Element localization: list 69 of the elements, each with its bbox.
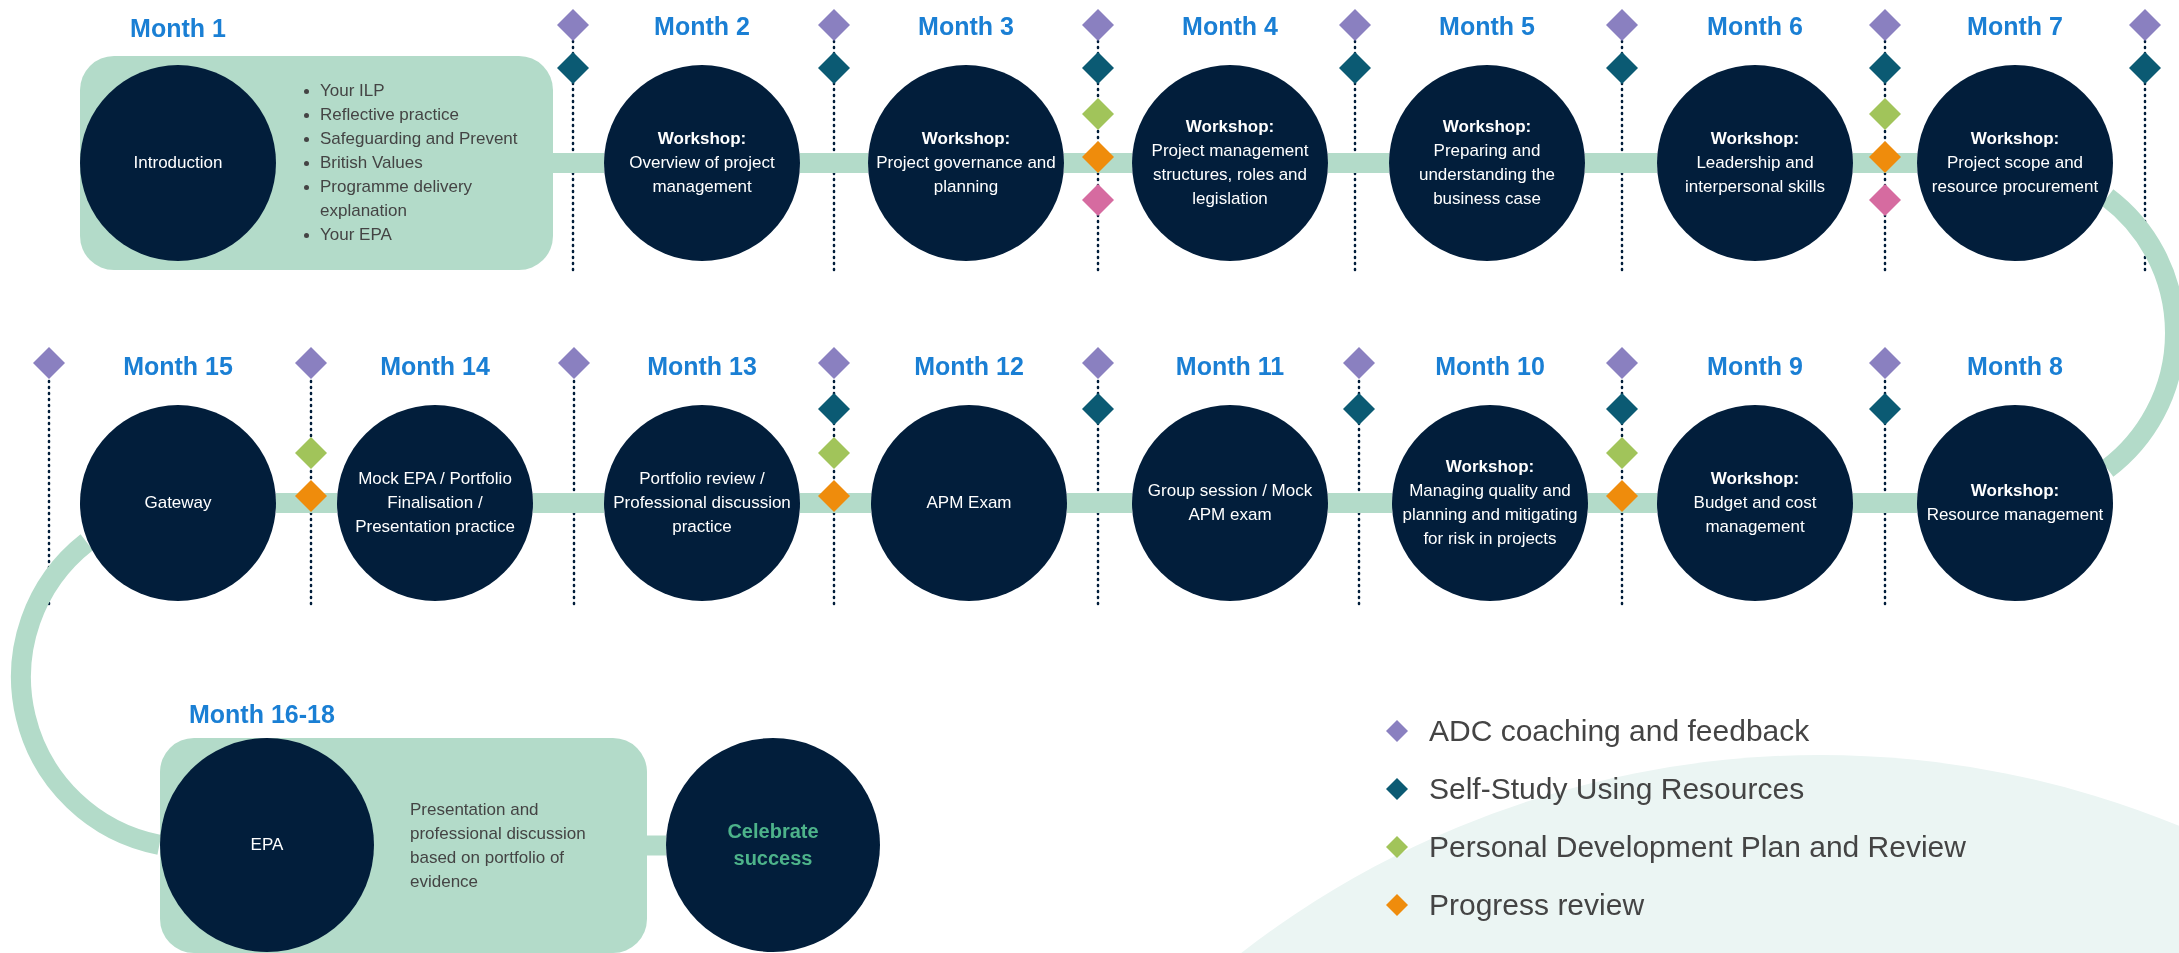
- month-heading: Month 11: [1175, 351, 1285, 382]
- month-heading: Month 4: [1182, 11, 1278, 42]
- circle-text: Budget and cost management: [1692, 492, 1818, 538]
- bullet-item: Reflective practice: [302, 103, 542, 127]
- track-connector: [1585, 153, 1657, 173]
- circle-text: Preparing and understanding the business case: [1417, 140, 1557, 210]
- circle-text: Resource management: [1925, 504, 2105, 526]
- legend-text: Self-Study Using Resources: [1429, 771, 1805, 807]
- track-connector: [1067, 493, 1132, 513]
- track-connector: [1853, 493, 1917, 513]
- month-heading: Month 13: [647, 351, 757, 382]
- track-connector: [1328, 493, 1392, 513]
- month-heading: Month 12: [914, 351, 1024, 382]
- month-heading: Month 15: [123, 351, 233, 382]
- month-heading: Month 5: [1439, 11, 1535, 42]
- workshop-label: Workshop:: [1444, 456, 1536, 478]
- track-connector: [11, 534, 162, 855]
- workshop-label: Workshop:: [656, 128, 748, 150]
- legend-text: ADC coaching and feedback: [1429, 713, 1810, 749]
- circle-text: Introduction: [132, 152, 224, 174]
- panel-text: Presentation and professional discussion based on portfolio of evidence: [410, 798, 587, 893]
- month-heading: Month 10: [1435, 351, 1545, 382]
- circle-text: Portfolio review / Professional discussion practice: [612, 468, 792, 538]
- month-heading: Month 8: [1967, 351, 2063, 382]
- bullet-item: Your EPA: [302, 223, 542, 247]
- circle-text: Managing quality and planning and mitigating for risk in projects: [1401, 480, 1579, 550]
- circle-text: Mock EPA / Portfolio Finalisation / Presentation practice: [354, 468, 516, 538]
- bullet-item: British Values: [302, 151, 542, 175]
- circle-text: Overview of project management: [628, 152, 776, 198]
- month-heading: Month 14: [380, 351, 490, 382]
- month-heading: Month 16-18: [189, 699, 335, 730]
- workshop-label: Workshop:: [1969, 128, 2061, 150]
- track-connector: [533, 493, 604, 513]
- workshop-label: Workshop:: [1709, 128, 1801, 150]
- month-heading: Month 1: [129, 13, 227, 44]
- month-heading: Month 3: [918, 11, 1014, 42]
- workshop-label: Workshop:: [1709, 468, 1801, 490]
- month-heading: Month 7: [1967, 11, 2063, 42]
- track-connector: [1064, 153, 1132, 173]
- circle-text: Group session / Mock APM exam: [1146, 480, 1314, 526]
- track-connector: [800, 493, 871, 513]
- track-connector: [647, 835, 666, 856]
- legend-text: Personal Development Plan and Review: [1429, 829, 1966, 865]
- bullet-item: Your ILP: [302, 79, 542, 103]
- bullet-item: Programme delivery explanation: [302, 175, 542, 223]
- circle-text: Celebrate success: [726, 819, 820, 871]
- month-heading: Month 2: [654, 11, 750, 42]
- month-heading: Month 9: [1707, 351, 1803, 382]
- legend-text: Progress review: [1429, 887, 1645, 923]
- track-connector: [1588, 493, 1657, 513]
- workshop-label: Workshop:: [1184, 116, 1276, 138]
- track-connector: [1328, 153, 1389, 173]
- track-connector: [2100, 189, 2179, 477]
- workshop-label: Workshop:: [1441, 116, 1533, 138]
- circle-text: Project scope and resource procurement: [1930, 152, 2100, 198]
- track-connector: [276, 493, 337, 513]
- track-connector: [800, 153, 868, 173]
- circle-text: Gateway: [143, 492, 213, 514]
- circle-text: APM Exam: [925, 492, 1013, 514]
- track-connector: [1853, 153, 1917, 173]
- track-connector: [553, 153, 604, 173]
- bullet-item: Safeguarding and Prevent: [302, 127, 542, 151]
- circle-text: Project governance and planning: [875, 152, 1057, 198]
- month-heading: Month 6: [1707, 11, 1803, 42]
- workshop-label: Workshop:: [1969, 480, 2061, 502]
- circle-text: Leadership and interpersonal skills: [1684, 152, 1826, 198]
- workshop-label: Workshop:: [920, 128, 1012, 150]
- circle-text: Project management structures, roles and legislation: [1150, 140, 1310, 210]
- circle-text: EPA: [249, 834, 285, 856]
